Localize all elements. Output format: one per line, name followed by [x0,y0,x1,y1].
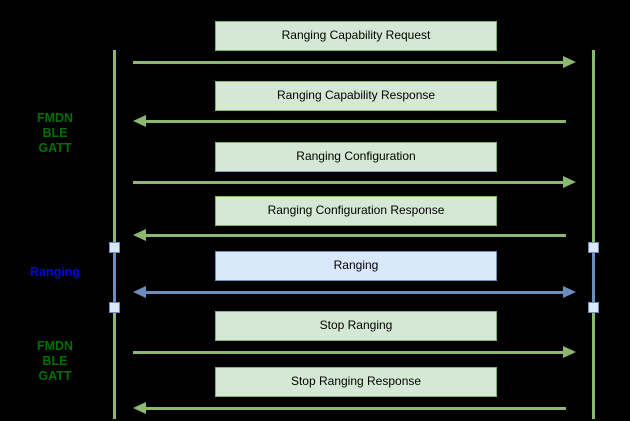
message-arrow-right [133,176,576,188]
activation-start-marker-right [588,242,599,253]
section-label-fmdn-ble-gatt-bottom: FMDN BLE GATT [36,339,74,383]
arrow-line [133,60,565,64]
activation-end-marker-right [588,302,599,313]
lifeline-right [592,50,595,419]
message-arrow-bidirectional [133,286,576,298]
arrow-line [144,119,566,123]
arrowhead-left-icon [133,115,146,127]
message-box-stop-ranging-response: Stop Ranging Response [215,367,497,397]
section-label-ranging: Ranging [30,265,80,279]
arrowhead-left-icon [133,229,146,241]
message-arrow-left [133,402,566,414]
activation-segment-right [592,248,595,308]
message-box-ranging-configuration: Ranging Configuration [215,142,497,172]
arrowhead-left-icon [133,402,146,414]
activation-start-marker-left [109,242,120,253]
message-arrow-right [133,56,576,68]
message-arrow-left [133,229,566,241]
activation-end-marker-left [109,302,120,313]
arrowhead-right-icon [563,176,576,188]
arrowhead-right-icon [563,56,576,68]
arrowhead-left-icon [133,286,146,298]
message-arrow-left [133,115,566,127]
message-box-ranging-configuration-response: Ranging Configuration Response [215,196,497,226]
arrowhead-right-icon [563,346,576,358]
arrow-line [144,233,566,237]
message-box-ranging-capability-response: Ranging Capability Response [215,81,497,111]
message-box-stop-ranging: Stop Ranging [215,311,497,341]
message-box-ranging-capability-request: Ranging Capability Request [215,21,497,51]
message-arrow-right [133,346,576,358]
section-label-fmdn-ble-gatt-top: FMDN BLE GATT [36,111,74,155]
arrow-line [133,350,565,354]
arrow-line [133,180,565,184]
lifeline-left [113,50,116,419]
activation-segment-left [113,248,116,308]
arrow-line [144,406,566,410]
arrow-line [144,290,565,294]
arrowhead-right-icon [563,286,576,298]
message-box-ranging: Ranging [215,251,497,281]
